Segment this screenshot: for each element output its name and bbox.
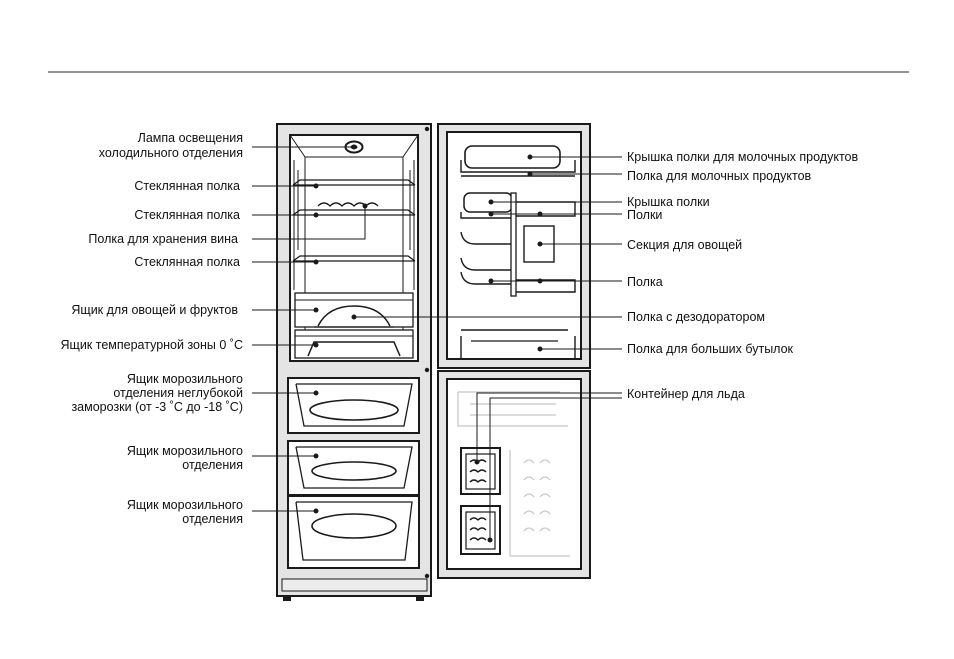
label-lamp-line1: Лампа освещения: [138, 131, 243, 145]
label-dairy-lid: Крышка полки для молочных продуктов: [627, 150, 858, 164]
label-glass-shelf-2: Стеклянная полка: [134, 208, 240, 222]
freezer-door: [437, 370, 591, 579]
labels-left: Лампа освещения холодильного отделения С…: [61, 131, 244, 526]
label-lamp-line2: холодильного отделения: [99, 146, 243, 160]
label-veg-drawer: Ящик для овощей и фруктов: [71, 303, 238, 317]
label-freezer-3-line1: Ящик морозильного: [127, 498, 243, 512]
labels-right: Крышка полки для молочных продуктов Полк…: [627, 150, 858, 401]
freezer-drawer-2: [287, 440, 420, 496]
label-deodorizer-shelf: Полка с дезодоратором: [627, 310, 765, 324]
label-bottle-shelf: Полка для больших бутылок: [627, 342, 794, 356]
glass-shelf-1: [292, 179, 416, 186]
glass-shelf-3: [292, 255, 416, 262]
ice-container-1: [460, 447, 501, 495]
label-shelves: Полки: [627, 208, 662, 222]
fridge-compartment: [289, 134, 419, 362]
label-freezer-1-line1: Ящик морозильного: [127, 372, 243, 386]
label-dairy-shelf: Полка для молочных продуктов: [627, 169, 812, 183]
label-freezer-3-line2: отделения: [182, 512, 243, 526]
ice-container-2: [460, 505, 501, 555]
freezer-drawer-1: [287, 377, 420, 434]
label-freezer-1-line3: заморозки (от -3 ˚С до -18 ˚С): [71, 400, 243, 414]
label-wine-shelf: Полка для хранения вина: [88, 232, 238, 246]
label-freezer-2-line2: отделения: [182, 458, 243, 472]
label-freezer-2-line1: Ящик морозильного: [127, 444, 243, 458]
label-glass-shelf-1: Стеклянная полка: [134, 179, 240, 193]
leaders-left: [252, 144, 368, 514]
label-freezer-1-line2: отделения неглубокой: [113, 386, 243, 400]
label-veg-section: Секция для овощей: [627, 238, 742, 252]
fridge-door: [437, 123, 591, 369]
label-zero-drawer: Ящик температурной зоны 0 ˚С: [61, 338, 243, 352]
zero-drawer: [294, 329, 414, 359]
freezer-drawer-3: [287, 495, 420, 569]
label-shelf: Полка: [627, 275, 663, 289]
label-shelf-lid: Крышка полки: [627, 195, 710, 209]
leaders-right: [351, 154, 622, 543]
label-glass-shelf-3: Стеклянная полка: [134, 255, 240, 269]
label-ice-container: Контейнер для льда: [627, 387, 745, 401]
